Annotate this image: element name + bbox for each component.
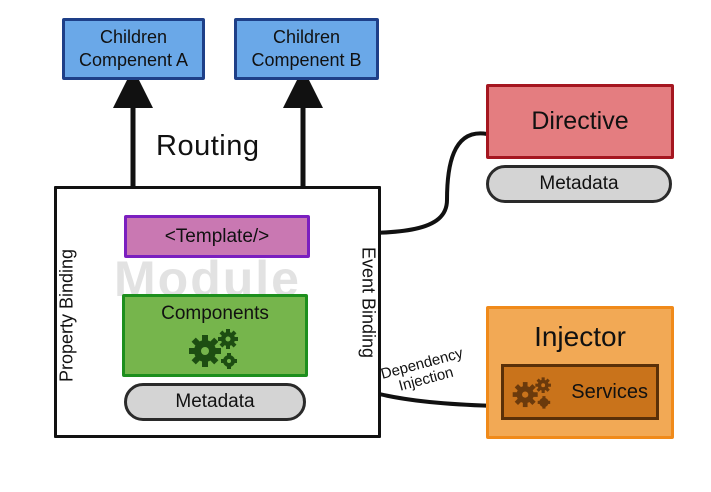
services-label: Services <box>571 380 648 403</box>
gears-icon <box>512 377 551 409</box>
routing-label: Routing <box>156 130 260 162</box>
directive-metadata: Metadata <box>486 165 672 203</box>
components-metadata-label: Metadata <box>175 391 255 412</box>
children-b-line1: Children <box>272 27 341 47</box>
children-component-b: Children Compenent B <box>234 18 379 80</box>
children-a-line1: Children <box>99 27 168 47</box>
children-a-line2: Compenent A <box>78 50 189 70</box>
directive-metadata-label: Metadata <box>539 173 619 194</box>
components-box: Components <box>122 294 308 377</box>
template-label: <Template/> <box>164 225 270 247</box>
children-b-line2: Compenent B <box>251 50 362 70</box>
directive-box: Directive <box>486 84 674 159</box>
directive-label: Directive <box>531 107 629 135</box>
children-component-a: Children Compenent A <box>62 18 205 80</box>
event-binding-label: Event Binding <box>358 246 379 359</box>
template-box: <Template/> <box>124 215 310 258</box>
services-box: Services <box>501 364 659 420</box>
injector-label: Injector <box>534 321 626 352</box>
property-binding-label: Property Binding <box>56 248 77 383</box>
gears-icon <box>189 329 238 369</box>
directive-arrow <box>316 131 488 250</box>
components-metadata: Metadata <box>124 383 306 421</box>
components-label: Components <box>161 303 269 324</box>
